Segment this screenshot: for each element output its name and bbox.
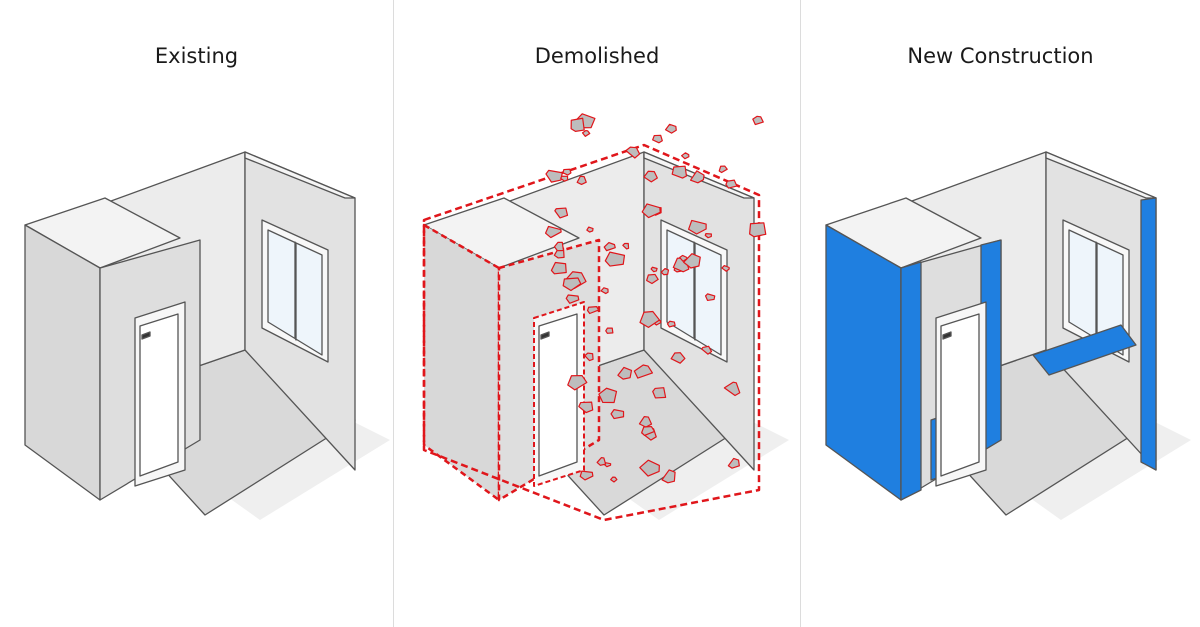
panel-demolished: Demolished xyxy=(394,0,800,627)
debris-fragment xyxy=(650,266,658,273)
debris-fragment xyxy=(550,261,567,275)
debris-fragment xyxy=(687,219,707,235)
panel-title-new-construction: New Construction xyxy=(907,44,1094,68)
debris-fragment xyxy=(671,165,688,179)
right-wall-top xyxy=(244,151,356,199)
window-mullion xyxy=(1095,241,1098,341)
debris-fragment xyxy=(544,225,562,239)
debris-fragment xyxy=(625,146,641,159)
debris-fragment xyxy=(749,222,767,238)
debris-fragment xyxy=(600,287,609,295)
debris-fragment xyxy=(610,476,618,483)
door xyxy=(940,313,980,477)
debris-fragment xyxy=(701,345,713,355)
debris-fragment xyxy=(565,294,580,304)
panel-title-existing: Existing xyxy=(154,44,239,68)
existing-room-illustration xyxy=(24,151,390,520)
debris-fragment xyxy=(579,470,594,481)
debris-fragment xyxy=(679,254,688,262)
new-wall-edge xyxy=(900,261,922,501)
debris-fragment xyxy=(562,168,572,176)
debris-fragment xyxy=(604,251,626,267)
panel-title-demolished: Demolished xyxy=(534,44,660,68)
debris-fragment xyxy=(721,264,730,272)
left-wall-front xyxy=(24,224,101,501)
debris-fragment xyxy=(553,241,565,252)
right-wall-top xyxy=(1045,151,1157,199)
debris-fragment xyxy=(660,267,670,276)
debris-fragment xyxy=(586,305,600,315)
debris-fragment xyxy=(681,152,690,160)
debris-fragment xyxy=(567,374,588,391)
left-wall-front xyxy=(422,223,501,502)
panel-existing: Existing xyxy=(0,0,393,627)
debris-fragment xyxy=(610,409,625,420)
demolished-room-illustration xyxy=(422,113,789,522)
debris-fragment xyxy=(643,170,658,183)
debris-fragment xyxy=(617,366,633,380)
panel-new-construction: New Construction xyxy=(801,0,1200,627)
debris-fragment xyxy=(664,123,677,134)
debris-fragment xyxy=(666,320,676,328)
debris-fragment xyxy=(586,226,594,233)
debris-fragment xyxy=(704,233,712,239)
debris-fragment xyxy=(661,469,676,484)
debris-fragment xyxy=(598,387,618,404)
debris-fragment xyxy=(683,253,701,269)
debris-fragment xyxy=(727,457,740,469)
debris-fragment xyxy=(584,352,594,362)
debris-fragment xyxy=(652,134,663,144)
debris-fragment xyxy=(622,242,630,250)
debris-fragment xyxy=(725,179,738,189)
debris-fragment xyxy=(545,169,563,183)
debris-fragment xyxy=(562,277,582,292)
debris-fragment xyxy=(670,352,686,364)
debris-fragment xyxy=(641,203,661,219)
door xyxy=(139,313,179,477)
new-wall-right xyxy=(1140,197,1157,471)
debris-fragment xyxy=(596,457,607,466)
debris-fragment xyxy=(633,364,654,379)
debris-fragment xyxy=(752,115,764,126)
debris-fragment xyxy=(689,170,705,184)
debris-fragment xyxy=(605,327,614,334)
debris-fragment xyxy=(652,387,667,399)
debris-fragment xyxy=(704,293,716,302)
divider xyxy=(800,0,801,627)
demolition-outline xyxy=(422,143,761,522)
debris-fragment xyxy=(639,459,660,477)
debris-fragment xyxy=(581,129,591,137)
debris-fragment xyxy=(603,241,616,252)
left-wall-front xyxy=(825,224,902,501)
debris-fragment xyxy=(570,117,585,132)
new-bench-long xyxy=(1032,324,1137,376)
debris-fragment xyxy=(718,165,728,174)
debris-fragment xyxy=(646,273,659,285)
door-handle xyxy=(540,331,550,340)
divider xyxy=(393,0,394,627)
window-mullion xyxy=(294,241,297,341)
door-handle xyxy=(942,331,952,340)
debris-fragment xyxy=(576,175,587,186)
debris-fragment xyxy=(554,207,569,219)
debris-fragment xyxy=(578,401,594,414)
debris-fragment xyxy=(639,310,661,328)
new-construction-room-illustration xyxy=(825,151,1191,520)
door-handle xyxy=(141,331,151,340)
debris-fragment xyxy=(723,381,741,397)
debris-fragment xyxy=(641,425,656,436)
door xyxy=(538,313,578,477)
debris-fragment xyxy=(560,175,569,182)
